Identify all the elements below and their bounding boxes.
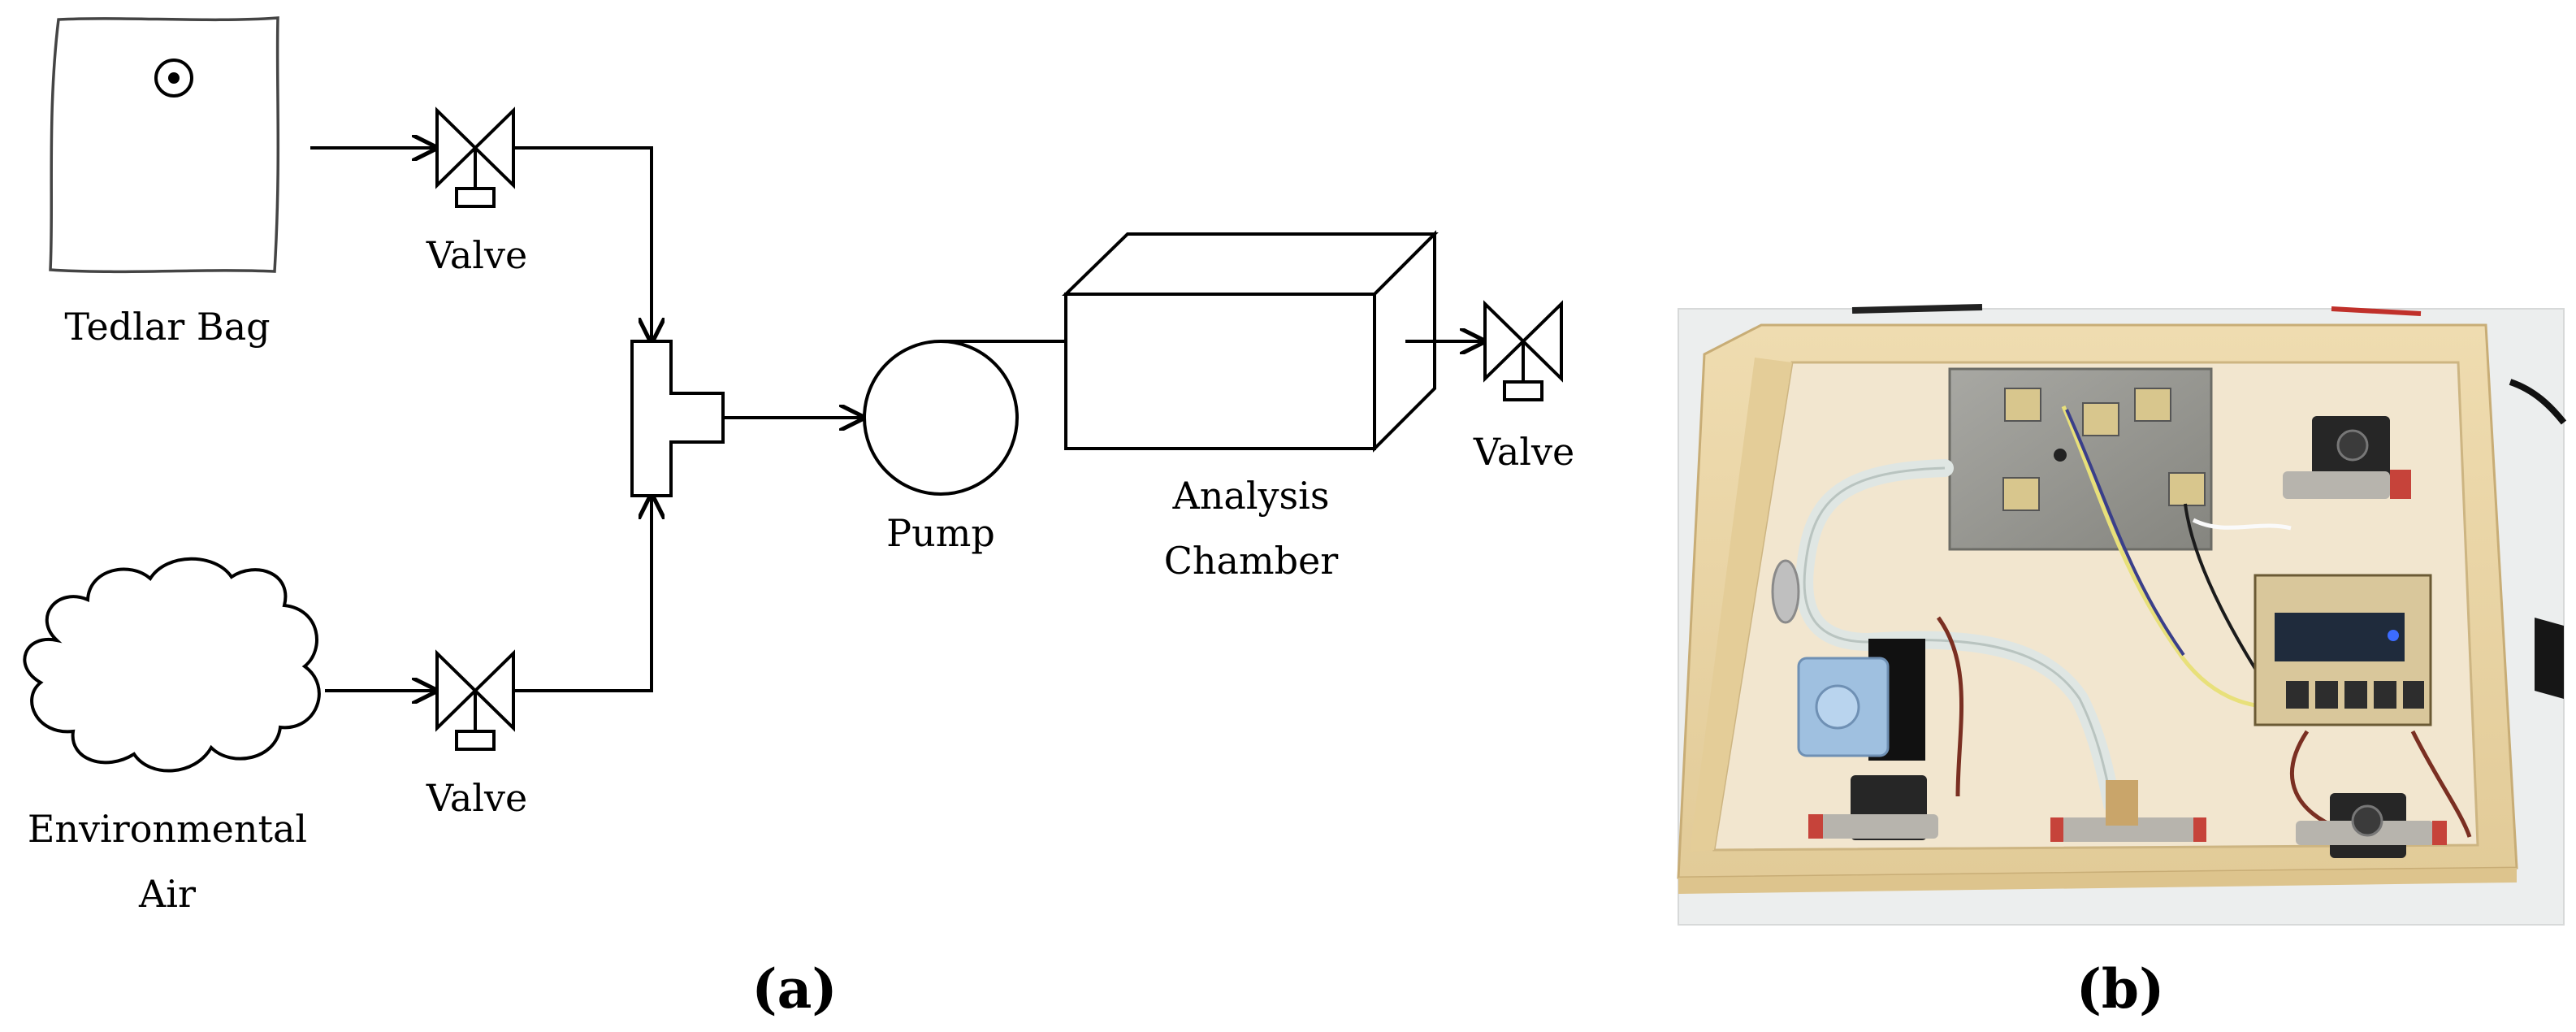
valve-top-label: Valve [426, 233, 527, 277]
solenoid-valve-left [1808, 775, 1938, 840]
pump-label: Pump [886, 511, 995, 555]
solenoid-valve-right [2296, 793, 2447, 858]
analysis-chamber-label-line1: Analysis [1172, 474, 1330, 518]
tee-fitting-photo [2050, 780, 2206, 842]
environmental-air-cloud [23, 557, 321, 773]
valve-top-icon [435, 106, 515, 208]
valve-outlet-icon [1483, 300, 1563, 401]
pump-photo [1797, 639, 1925, 761]
analysis-chamber-icon [1062, 230, 1439, 453]
environmental-air-label-line2: Air [138, 872, 196, 916]
line-valve-top-to-tee [513, 146, 652, 341]
line-valve-bottom-to-tee [513, 496, 652, 692]
pump-icon [863, 340, 1019, 496]
panel-b-photo: (b) [1677, 304, 2567, 1021]
tee-junction-icon [630, 340, 725, 497]
sensor-enclosure [1948, 367, 2213, 551]
panel-b-caption: (b) [2076, 957, 2165, 1021]
tedlar-bag-label: Tedlar Bag [64, 305, 270, 349]
panel-a-caption: (a) [751, 957, 837, 1021]
valve-bottom-label: Valve [426, 776, 527, 820]
panel-a-schematic: Tedlar Bag Environmental Air Valve Valve [23, 16, 1574, 1021]
bag-port-icon [154, 59, 193, 98]
valve-outlet-label: Valve [1473, 430, 1574, 474]
valve-bottom-icon [435, 649, 515, 751]
tedlar-bag [49, 16, 280, 274]
environmental-air-label-line1: Environmental [28, 807, 307, 851]
controller-board [2253, 574, 2432, 726]
analysis-chamber-label-line2: Chamber [1164, 539, 1339, 583]
solenoid-valve-top [2283, 416, 2411, 499]
